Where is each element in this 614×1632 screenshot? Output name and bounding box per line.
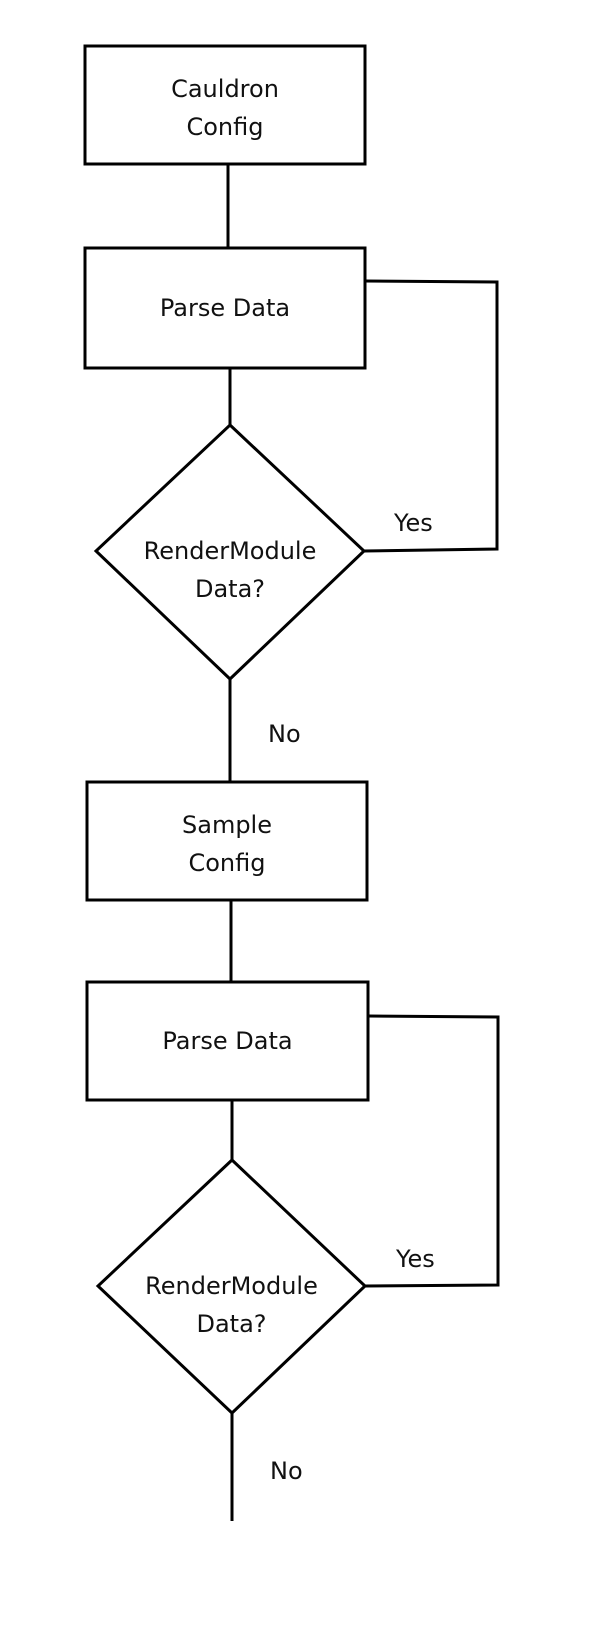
sample-config-line1: Sample bbox=[182, 811, 272, 839]
no-label-1: No bbox=[268, 720, 301, 748]
cauldron-config-line1: Cauldron bbox=[171, 75, 279, 103]
cauldron-config-label: Cauldron Config bbox=[85, 70, 365, 146]
parse-data-label-2: Parse Data bbox=[162, 1027, 293, 1055]
yes-loop-2 bbox=[364, 1014, 500, 1288]
parse-data-box-2 bbox=[85, 980, 370, 1102]
cauldron-config-line2: Config bbox=[186, 113, 264, 141]
sample-config-label: Sample Config bbox=[87, 806, 367, 882]
cauldron-config-box bbox=[83, 44, 367, 166]
parse-data-box-1 bbox=[83, 246, 367, 370]
decision-2-line2: Data? bbox=[196, 1310, 267, 1338]
sample-config-box bbox=[85, 780, 369, 902]
decision-1-line1: RenderModule bbox=[143, 537, 317, 565]
decision-label-2: RenderModule Data? bbox=[98, 1267, 365, 1343]
parse-data-label-1: Parse Data bbox=[159, 294, 291, 322]
decision-label-1: RenderModule Data? bbox=[96, 532, 364, 608]
decision-2-line1: RenderModule bbox=[145, 1272, 318, 1300]
yes-loop-1 bbox=[363, 279, 499, 553]
yes-label-1: Yes bbox=[394, 509, 433, 537]
no-label-2: No bbox=[270, 1457, 303, 1485]
sample-config-line2: Config bbox=[188, 849, 266, 877]
decision-1-line2: Data? bbox=[194, 575, 266, 603]
yes-label-2: Yes bbox=[396, 1245, 435, 1273]
